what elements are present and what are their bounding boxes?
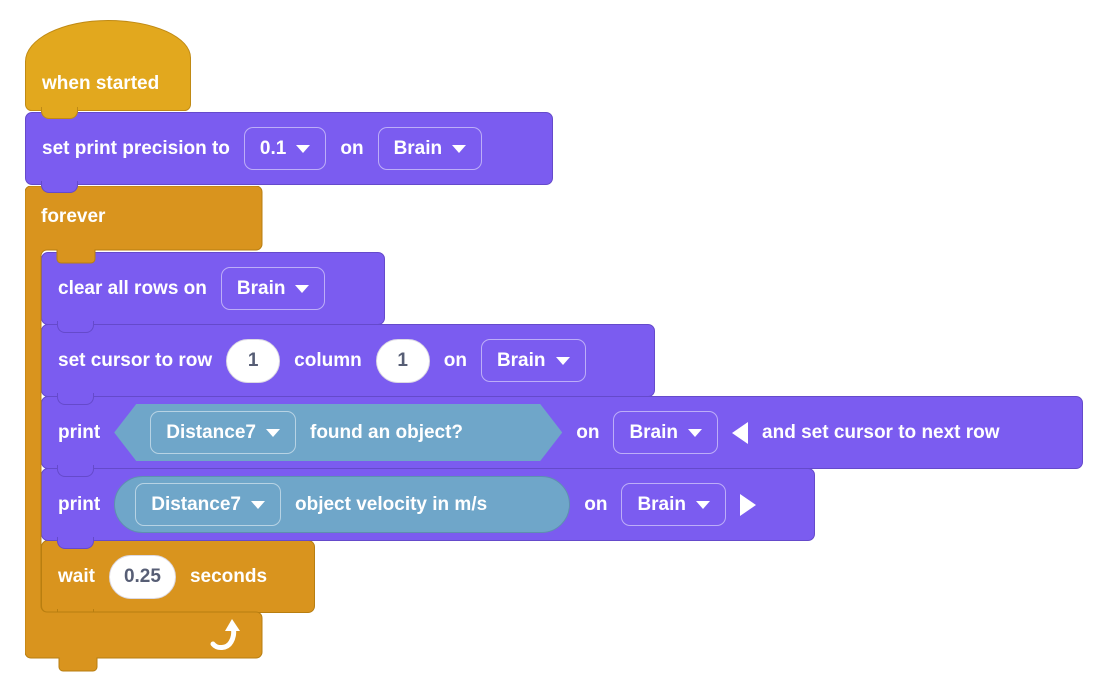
when-started-hat-block[interactable]: when started: [25, 20, 191, 119]
chevron-down-icon: [295, 284, 310, 293]
chevron-down-icon: [688, 428, 703, 437]
set-cursor-label: set cursor to row: [58, 349, 213, 371]
chevron-down-icon: [296, 144, 311, 153]
set-print-precision-label: set print precision to: [42, 137, 230, 159]
chevron-down-icon: [266, 429, 280, 437]
velocity-label: object velocity in m/s: [295, 493, 488, 515]
clear-all-rows-label: clear all rows on: [58, 277, 207, 299]
print-label: print: [58, 421, 101, 443]
device-dropdown[interactable]: Brain: [377, 127, 483, 170]
device-value: Brain: [236, 277, 286, 299]
device-value: Brain: [637, 493, 687, 515]
block-connector-bump: [57, 393, 94, 405]
block-connector-bump: [57, 465, 94, 477]
device-value: Brain: [393, 137, 443, 159]
forever-label: forever: [41, 206, 106, 227]
chevron-down-icon: [555, 356, 570, 365]
set-cursor-block[interactable]: set cursor to row 1 column 1 on Brain: [41, 324, 655, 405]
precision-value: 0.1: [259, 137, 287, 159]
seconds-label: seconds: [189, 565, 268, 587]
print-found-object-block[interactable]: print Distance7 found an object? on Brai…: [41, 396, 1083, 477]
sensor-dropdown[interactable]: Distance7: [150, 411, 296, 454]
print-velocity-block[interactable]: print Distance7 object velocity in m/s o…: [41, 468, 815, 549]
on-label: on: [584, 493, 608, 515]
forever-block[interactable]: forever: [24, 185, 265, 678]
device-dropdown[interactable]: Brain: [621, 483, 727, 526]
row-input[interactable]: 1: [226, 338, 281, 383]
set-print-precision-block[interactable]: set print precision to 0.1 on Brain: [25, 112, 553, 193]
when-started-label: when started: [42, 73, 160, 94]
loop-arrow-icon: [210, 619, 240, 650]
device-value: Brain: [629, 421, 679, 443]
print-label: print: [58, 493, 101, 515]
chevron-down-icon: [452, 144, 467, 153]
block-connector-bump: [57, 537, 94, 549]
block-connector-bump: [57, 321, 94, 333]
on-label: on: [340, 137, 364, 159]
on-label: on: [576, 421, 600, 443]
precision-dropdown[interactable]: 0.1: [243, 127, 327, 170]
sensor-dropdown[interactable]: Distance7: [135, 483, 281, 526]
chevron-down-icon: [251, 500, 265, 509]
distance-found-object-boolean[interactable]: Distance7 found an object?: [114, 404, 562, 461]
device-dropdown[interactable]: Brain: [480, 339, 586, 382]
column-label: column: [294, 349, 362, 371]
chevron-down-icon: [696, 500, 711, 509]
device-value: Brain: [496, 349, 546, 371]
expand-arrow-icon[interactable]: [740, 493, 757, 516]
device-dropdown[interactable]: Brain: [613, 411, 719, 454]
sensor-value: Distance7: [166, 421, 256, 443]
collapse-arrow-icon[interactable]: [732, 421, 749, 444]
forever-block-shape: [24, 185, 263, 672]
sensor-value: Distance7: [151, 493, 241, 515]
device-dropdown[interactable]: Brain: [220, 267, 326, 310]
on-label: on: [443, 349, 467, 371]
clear-all-rows-block[interactable]: clear all rows on Brain: [41, 252, 385, 333]
wait-seconds-input[interactable]: 0.25: [108, 554, 176, 599]
found-object-label: found an object?: [310, 421, 464, 443]
block-connector-bump: [41, 181, 78, 193]
set-cursor-next-row-label: and set cursor to next row: [762, 421, 1000, 443]
column-input[interactable]: 1: [375, 338, 430, 383]
block-connector-bump: [41, 107, 78, 119]
wait-block[interactable]: wait 0.25 seconds: [41, 540, 315, 621]
distance-velocity-reporter[interactable]: Distance7 object velocity in m/s: [114, 476, 571, 533]
wait-label: wait: [58, 565, 95, 587]
